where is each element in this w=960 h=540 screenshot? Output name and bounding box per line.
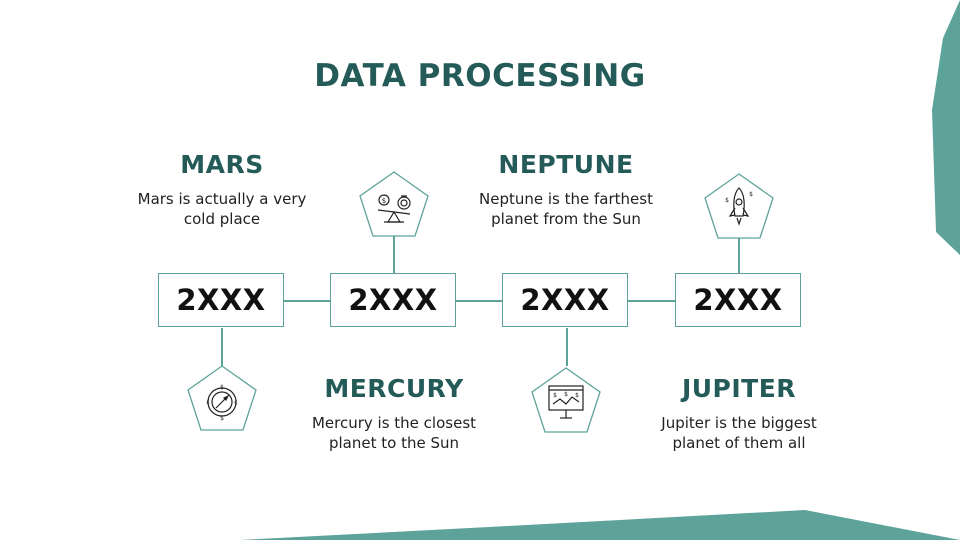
right-edge-shape — [932, 0, 960, 255]
timeline-connector — [284, 300, 676, 302]
icon-badge-jupiter: $ $ — [703, 172, 775, 240]
text-mars-line2: cold place — [183, 210, 261, 228]
svg-text:¢: ¢ — [234, 399, 238, 406]
connector-mars-icon — [221, 328, 223, 374]
year-box-mars: 2XXX — [158, 273, 284, 327]
svg-text:$: $ — [382, 197, 386, 205]
year-box-neptune: 2XXX — [502, 273, 628, 327]
text-jupiter: Jupiter is the biggest planet of them al… — [619, 413, 859, 453]
text-mars-line1: Mars is actually a very — [137, 190, 307, 208]
svg-text:$: $ — [564, 391, 568, 398]
text-mercury: Mercury is the closest planet to the Sun — [274, 413, 514, 453]
connector-jupiter-icon — [738, 238, 740, 274]
presentation-chart-icon: $ $ $ — [548, 385, 584, 419]
text-jupiter-line1: Jupiter is the biggest — [661, 414, 817, 432]
text-neptune-line1: Neptune is the farthest — [479, 190, 653, 208]
connector-neptune-icon — [566, 328, 568, 366]
icon-badge-mars: $ $ £ ¢ — [186, 364, 258, 432]
text-neptune: Neptune is the farthest planet from the … — [446, 189, 686, 229]
svg-text:$: $ — [220, 415, 224, 422]
icon-badge-mercury: $ — [358, 170, 430, 238]
heading-mercury: MERCURY — [324, 374, 464, 403]
svg-text:$: $ — [725, 197, 729, 204]
text-neptune-line2: planet from the Sun — [491, 210, 641, 228]
heading-jupiter: JUPITER — [681, 374, 797, 403]
svg-text:$: $ — [749, 191, 753, 198]
rocket-icon: $ $ — [725, 187, 753, 226]
connector-mercury-icon — [393, 236, 395, 274]
svg-text:$: $ — [553, 392, 557, 399]
text-mercury-line1: Mercury is the closest — [311, 414, 477, 432]
text-jupiter-line2: planet of them all — [672, 434, 806, 452]
year-box-mercury: 2XXX — [330, 273, 456, 327]
slide-title: DATA PROCESSING — [314, 58, 646, 94]
svg-text:$: $ — [220, 384, 224, 391]
year-box-jupiter: 2XXX — [675, 273, 801, 327]
scale-coins-icon: $ — [377, 194, 411, 223]
heading-neptune: NEPTUNE — [498, 150, 634, 179]
svg-text:£: £ — [206, 399, 210, 406]
text-mercury-line2: planet to the Sun — [328, 434, 459, 452]
heading-mars: MARS — [180, 150, 264, 179]
icon-badge-neptune: $ $ $ — [530, 366, 602, 434]
compass-icon: $ $ £ ¢ — [206, 384, 238, 422]
text-mars: Mars is actually a very cold place — [102, 189, 342, 229]
svg-text:$: $ — [575, 392, 579, 399]
bottom-edge-shape — [240, 510, 960, 540]
